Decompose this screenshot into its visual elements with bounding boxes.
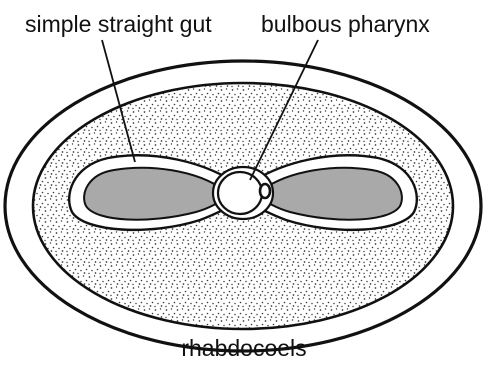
- gut-label: simple straight gut: [25, 11, 212, 37]
- caption-label: rhabdocoels: [181, 335, 306, 361]
- bulbous-pharynx: [218, 172, 262, 214]
- mouth-opening: [260, 184, 270, 198]
- pharynx-label: bulbous pharynx: [261, 11, 430, 37]
